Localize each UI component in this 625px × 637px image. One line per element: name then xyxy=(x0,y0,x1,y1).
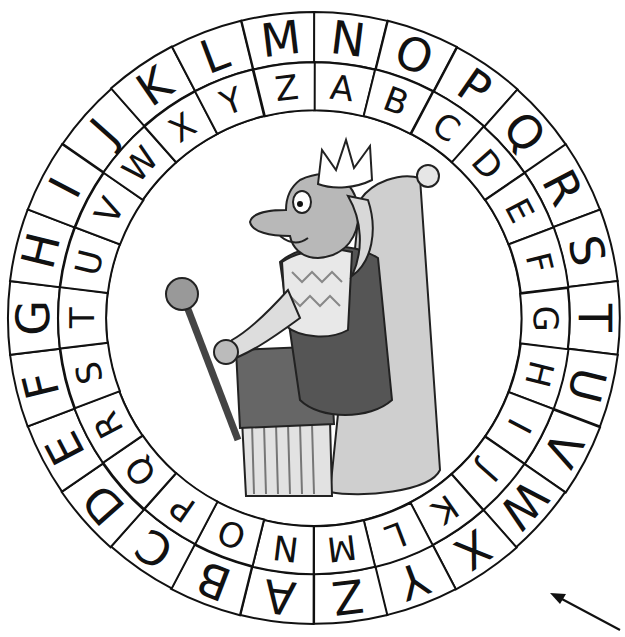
scepter-ball xyxy=(166,278,198,310)
cell-outline xyxy=(308,519,375,576)
cipher-letter: T xyxy=(572,304,618,332)
cipher-letter: A xyxy=(329,69,356,106)
inner-letter-cell: Z xyxy=(253,60,320,117)
outer-letter-cell: T xyxy=(568,281,620,355)
outer-letter-cell: N xyxy=(308,10,388,70)
inner-letter-cell: M xyxy=(308,519,375,576)
throne-base xyxy=(242,420,332,496)
king-mouth xyxy=(280,236,308,242)
cell-outline xyxy=(520,287,570,349)
scepter-rod xyxy=(186,304,238,440)
cipher-letter: T xyxy=(65,307,99,328)
outer-letter-cell: G xyxy=(8,281,60,355)
cell-outline xyxy=(253,60,320,117)
king-eye xyxy=(293,191,311,213)
cell-outline xyxy=(308,10,388,70)
cipher-letter: M xyxy=(325,530,358,567)
cell-outline xyxy=(241,10,320,70)
pointer-head xyxy=(550,593,566,604)
cipher-letter: G xyxy=(10,300,56,336)
cipher-letter: N xyxy=(328,14,368,64)
cipher-letter: M xyxy=(258,14,303,64)
inner-letter-cell: G xyxy=(520,287,570,349)
cell-outline xyxy=(8,281,60,355)
king-robe xyxy=(280,246,392,415)
throne-stripes xyxy=(252,424,314,494)
outer-letter-cell: M xyxy=(241,10,320,70)
pointer-line xyxy=(560,598,620,630)
throne-knob xyxy=(417,165,439,187)
king-pupil xyxy=(297,201,303,207)
king-hair xyxy=(348,196,373,276)
shirt-pattern xyxy=(290,272,342,306)
inner-letter-cell: T xyxy=(58,287,108,349)
inner-disk xyxy=(106,110,522,526)
cell-outline xyxy=(568,281,620,355)
king-crown xyxy=(318,140,372,187)
cipher-letter: G xyxy=(529,305,563,331)
cipher-letter: Z xyxy=(329,572,366,621)
cipher-letter: N xyxy=(271,530,300,567)
cipher-letter: Z xyxy=(273,69,300,106)
cipher-letter: A xyxy=(261,572,298,621)
king-hand xyxy=(214,340,238,364)
cell-outline xyxy=(58,287,108,349)
